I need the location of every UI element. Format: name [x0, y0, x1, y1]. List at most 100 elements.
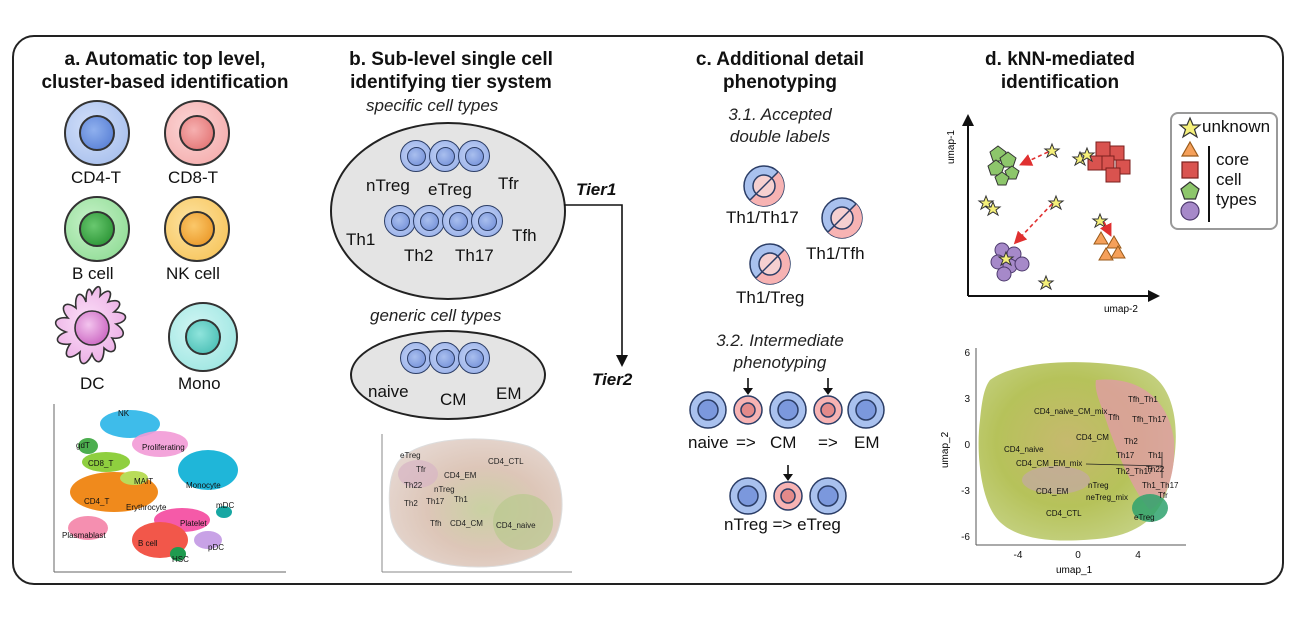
cell-label-nk-cell: NK cell: [166, 264, 220, 283]
tfh-cell-icon: [471, 205, 503, 237]
umap-d-label: CD4_naive: [1004, 445, 1044, 454]
b-cell-icon: [64, 196, 130, 262]
cd8-t-cell-icon: [164, 100, 230, 166]
umap-d-label: Th1: [1148, 451, 1162, 460]
umap-d-xlabel: umap_1: [1056, 565, 1093, 576]
umap-a-label: Proliferating: [142, 443, 185, 452]
umap-d-xtick: -4: [1014, 550, 1023, 561]
sub1-line1: 3.1. Accepted: [728, 105, 832, 124]
umap-d-label: Th22: [1146, 465, 1165, 474]
umap-d-label: CD4_naive_CM_mix: [1034, 407, 1107, 416]
sub2-line1: 3.2. Intermediate: [716, 331, 844, 350]
umap-a-label: HSC: [172, 555, 189, 564]
panel-a-title-line2: cluster-based identification: [41, 72, 289, 93]
seq1-arrow1: =>: [736, 433, 756, 452]
umap-d-xtick: 4: [1135, 550, 1141, 561]
umap-b-label: CD4_EM: [444, 471, 477, 480]
umap-d-ytick: -3: [961, 486, 970, 497]
cell-label-b-cell: B cell: [72, 264, 114, 283]
th1-cell-icon: [384, 205, 416, 237]
umap-d-xtick: 0: [1075, 550, 1081, 561]
seq1-em: EM: [854, 433, 880, 452]
panel-b-title-line1: b. Sub-level single cell: [349, 49, 553, 70]
umap-a-label: B cell: [138, 539, 158, 548]
umap-b-label: nTreg: [434, 485, 455, 494]
panel-d-title-line1: d. kNN-mediated: [985, 49, 1135, 70]
panel-b-title: b. Sub-level single cell identifying tie…: [320, 48, 582, 94]
panel-d-title-line2: identification: [1000, 72, 1120, 93]
th1-tfh-cell-icon: [821, 197, 863, 239]
umap-d-ylabel: umap_2: [940, 431, 951, 468]
umap-b-label: CD4_CM: [450, 519, 483, 528]
intermediate-sequence-2: [729, 465, 847, 515]
umap-d-label: CD4_EM: [1036, 487, 1069, 496]
double-label-cells: [743, 165, 863, 285]
panel-b-umap-plot: eTreg Tfr Th22 Th17 Th2 nTreg Th1 Tfh CD…: [381, 434, 572, 573]
umap-b-label: Th22: [404, 481, 423, 490]
intermediate-sequence-1: [689, 378, 885, 429]
sub1-line2: double labels: [729, 127, 831, 146]
sub2-line2: phenotyping: [733, 353, 827, 372]
th2-cell-icon: [413, 205, 445, 237]
legend-core-line3: types: [1216, 190, 1257, 209]
seq2-label: nTreg => eTreg: [724, 515, 841, 534]
umap-a-label: MAIT: [134, 477, 153, 486]
umap-d-label: Tfh_Th17: [1132, 415, 1167, 424]
scatter-ylabel: umap-1: [946, 130, 957, 164]
th1-treg-cell-icon: [749, 243, 791, 285]
umap-d-ytick: -6: [961, 532, 970, 543]
umap-d-label: CD4_CM_EM_mix: [1016, 459, 1082, 468]
panel-d-umap-plot: Tfh_Th1 Tfh_Th17 CD4_naive_CM_mix Tfh CD…: [940, 348, 1186, 576]
down-arrow-icon: [823, 378, 833, 395]
double-label-th1-tfh: Th1/Tfh: [806, 244, 865, 263]
cell-label-mono: Mono: [178, 374, 221, 393]
legend-core-line2: cell: [1216, 170, 1242, 189]
type-label-tfr: Tfr: [498, 174, 519, 193]
nk-cell-icon: [164, 196, 230, 262]
cd4-t-cell-icon: [64, 100, 130, 166]
umap-b-label: Th2: [404, 499, 418, 508]
umap-a-label: mDC: [216, 501, 234, 510]
type-label-ntreg: nTreg: [366, 176, 410, 195]
seq1-naive: naive: [688, 433, 729, 452]
umap-a-label: pDC: [208, 543, 224, 552]
panel-b-title-line2: identifying tier system: [350, 72, 552, 93]
umap-d-label: Th1_Th17: [1142, 481, 1179, 490]
type-label-etreg: eTreg: [428, 180, 472, 199]
umap-a-label: CD8_T: [88, 459, 113, 468]
panel-d-title: d. kNN-mediated identification: [960, 48, 1160, 94]
umap-d-label: neTreg_mix: [1086, 493, 1128, 502]
type-label-naive: naive: [368, 382, 409, 401]
specific-cell-types-label: specific cell types: [366, 96, 499, 115]
generic-cell-types-label: generic cell types: [370, 306, 502, 325]
umap-d-label: Th17: [1116, 451, 1135, 460]
umap-b-label: eTreg: [400, 451, 421, 460]
seq1-arrow2: =>: [818, 433, 838, 452]
pentagon-icon: [1180, 181, 1200, 200]
type-label-th17: Th17: [455, 246, 494, 265]
umap-b-label: Tfh: [430, 519, 442, 528]
umap-a-label: Monocyte: [186, 481, 221, 490]
umap-b-label: Th17: [426, 497, 445, 506]
th1-th17-cell-icon: [743, 165, 785, 207]
umap-d-label: Tfh: [1108, 413, 1120, 422]
type-label-em: EM: [496, 384, 522, 403]
double-label-th1-treg: Th1/Treg: [736, 288, 805, 307]
umap-d-label: Th2: [1124, 437, 1138, 446]
down-arrow-icon: [783, 465, 793, 481]
umap-b-label: Th1: [454, 495, 468, 504]
seq1-cm: CM: [770, 433, 797, 452]
type-label-cm: CM: [440, 390, 467, 409]
double-label-th1-th17: Th1/Th17: [726, 208, 799, 227]
umap-d-ytick: 6: [964, 348, 970, 359]
panel-c-title: c. Additional detail phenotyping: [680, 48, 880, 94]
umap-a-label: Plasmablast: [62, 531, 106, 540]
square-icon: [1181, 161, 1199, 179]
em-cell-icon: [458, 342, 490, 374]
knn-legend-icons: [1178, 116, 1202, 221]
umap-d-label: nTreg: [1088, 481, 1109, 490]
legend-bracket: [1208, 146, 1210, 222]
scatter-xlabel: umap-2: [1104, 304, 1138, 315]
accepted-double-labels-heading: 3.1. Accepted double labels: [700, 104, 860, 148]
